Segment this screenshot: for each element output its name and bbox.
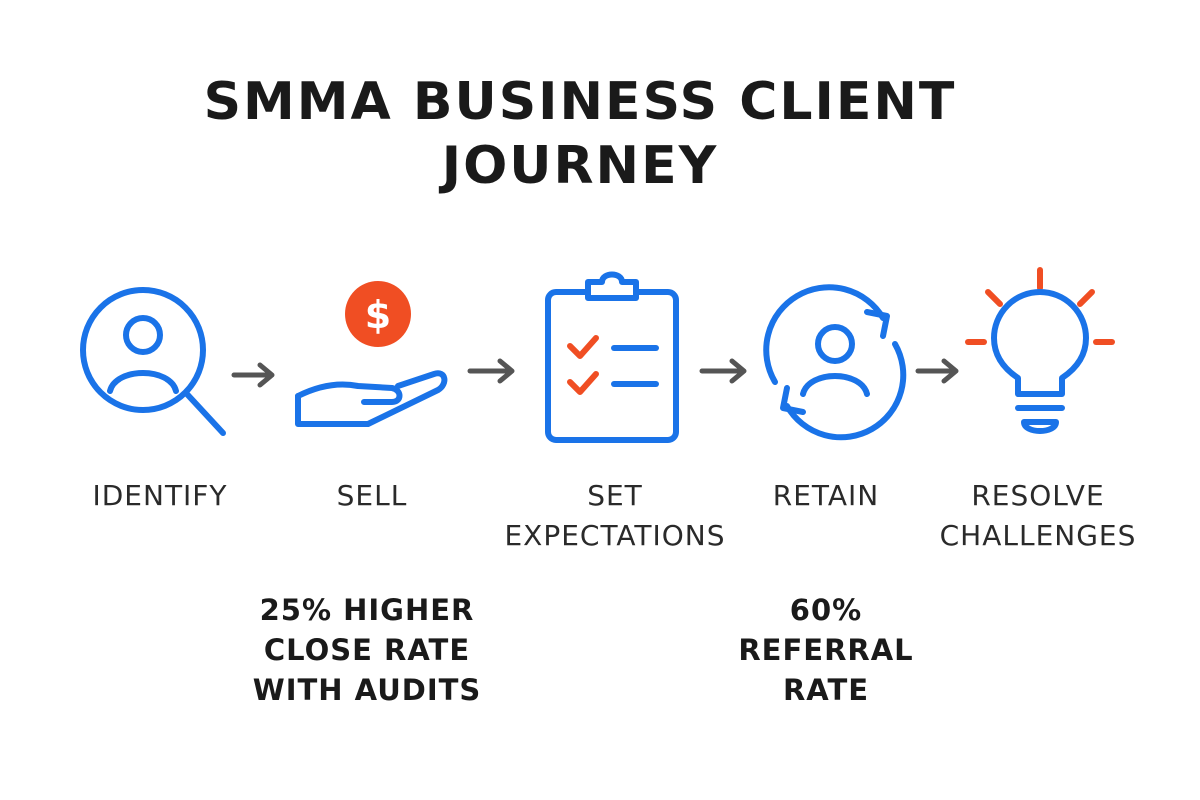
page-title: SMMA BUSINESS CLIENT JOURNEY	[130, 70, 1030, 198]
arrow-right-icon	[467, 358, 515, 384]
svg-text:$: $	[365, 293, 391, 337]
lightbulb-icon	[965, 267, 1115, 434]
step-label-set-expectations: SET EXPECTATIONS	[504, 479, 726, 552]
user-search-icon	[80, 287, 226, 436]
step-label-sell: SELL	[336, 479, 408, 512]
arrow-right-icon	[699, 358, 747, 384]
title-line-1: SMMA BUSINESS CLIENT	[203, 72, 957, 132]
step-label-retain: RETAIN	[772, 479, 880, 512]
stat-close-rate: 25% HIGHER CLOSE RATE WITH AUDITS	[252, 593, 482, 707]
title-line-2: JOURNEY	[441, 136, 719, 196]
arrow-right-icon	[915, 358, 959, 384]
hand-dollar-icon: $	[295, 281, 448, 427]
step-label-resolve-challenges: RESOLVE CHALLENGES	[939, 479, 1137, 552]
arrow-right-icon	[231, 362, 275, 388]
step-label-identify: IDENTIFY	[92, 479, 228, 512]
user-cycle-icon	[763, 284, 907, 441]
clipboard-checklist-icon	[545, 271, 679, 443]
stat-referral-rate: 60% REFERRAL RATE	[738, 593, 914, 707]
